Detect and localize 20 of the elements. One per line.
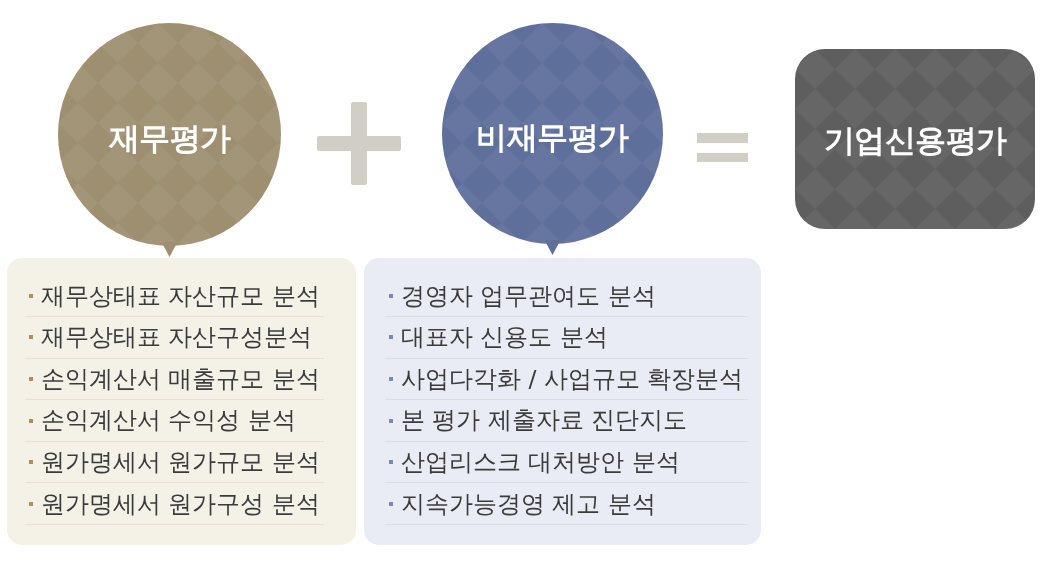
- speech-bubble-circle: [442, 23, 663, 255]
- list-item-text: 산업리스크 대처방안 분석: [401, 448, 680, 477]
- list-item-text: 손익계산서 매출규모 분석: [41, 364, 320, 394]
- list-item-text: 본 평가 제출자료 진단지도: [401, 406, 688, 435]
- node-title: 기업신용평가: [823, 122, 1007, 160]
- speech-bubble-circle: [58, 23, 281, 257]
- list-panel: [7, 258, 356, 545]
- list-item-text: 원가명세서 원가구성 분석: [41, 489, 320, 518]
- list-item-text: 손익계산서 수익성 분석: [41, 406, 296, 435]
- list-item-text: 사업다각화 / 사업규모 확장분석: [401, 364, 744, 394]
- list-item-text: 재무상태표 자산규모 분석: [41, 281, 320, 310]
- list-item-text: 재무상태표 자산구성분석: [41, 323, 313, 352]
- node-title: 재무평가: [108, 119, 231, 158]
- node-title: 비재무평가: [476, 118, 629, 157]
- list-panel: [364, 258, 761, 545]
- list-item-text: 지속가능경영 제고 분석: [401, 489, 656, 518]
- list-item-text: 경영자 업무관여도 분석: [401, 281, 656, 310]
- list-item-text: 대표자 신용도 분석: [401, 323, 608, 352]
- result-box: [795, 49, 1035, 229]
- list-item-text: 원가명세서 원가규모 분석: [41, 448, 320, 477]
